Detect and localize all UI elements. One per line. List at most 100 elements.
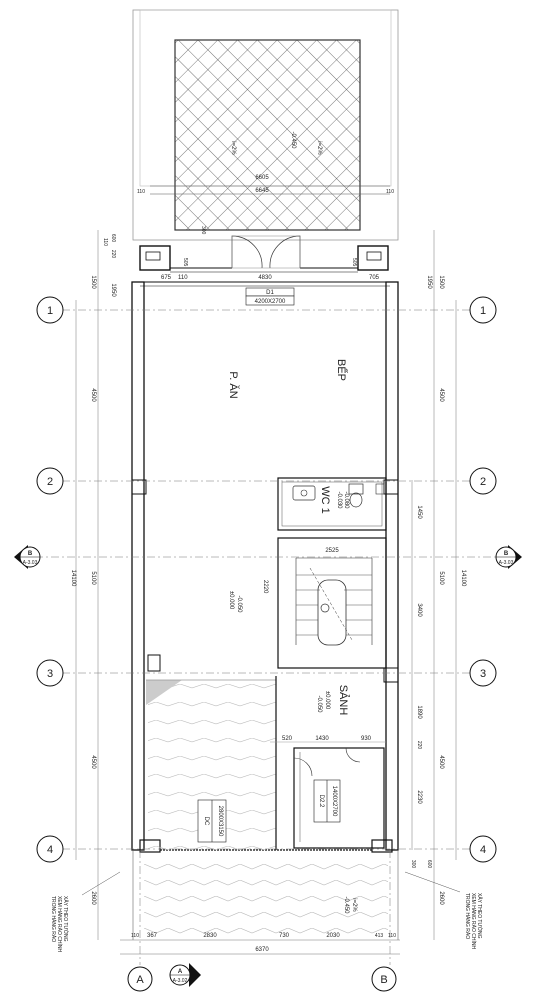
svg-text:TRONG HÀNG RÀO: TRONG HÀNG RÀO (464, 893, 471, 939)
grid-bubbles: 1 2 3 4 1 2 3 4 A B (36, 296, 497, 992)
right-dim-1500: 1500 (438, 275, 444, 289)
grid-3-right: 3 (480, 668, 486, 680)
section-bottom-letter: A (178, 969, 183, 975)
section-left-sheet: A-3.03 (23, 560, 38, 566)
dim-110-l: 110 (137, 189, 145, 195)
door-d1-size: 4200X2700 (255, 299, 286, 305)
grid-1-left: 1 (47, 305, 53, 317)
level-sanh-b: -0.050 (316, 695, 322, 713)
section-mark-left: B A-3.03 (14, 545, 41, 569)
svg-text:XEM HÀNG RÀO CHÍNH: XEM HÀNG RÀO CHÍNH (56, 896, 63, 953)
left-dim-110b: 110 (102, 238, 108, 246)
slope-front: i=2% (351, 898, 357, 912)
dim-110-top: 110 (178, 275, 188, 281)
section-mark-right: B A-3.03 (495, 545, 522, 569)
level-front: -0.450 (343, 896, 349, 914)
svg-text:XEM HÀNG RÀO CHÍNH: XEM HÀNG RÀO CHÍNH (470, 893, 477, 950)
dim-stair-2220: 2220 (262, 580, 268, 594)
left-dim-220: 220 (110, 250, 116, 259)
right-dim-4500a: 4500 (438, 388, 444, 402)
right-dimensions: 4500 5100 4500 14100 1450 3400 1890 220 … (410, 230, 466, 940)
sink-icon (292, 485, 316, 501)
grid-4-right: 4 (480, 844, 486, 856)
dim-sanh-930: 930 (361, 736, 372, 742)
door-d2-size: 1400X2700 (331, 786, 337, 817)
dim-675: 675 (161, 275, 172, 281)
slope-yard-a: i=2% (230, 141, 236, 155)
bottom-dimensions: 110 367 2830 730 2030 413 110 6370 (120, 933, 400, 955)
left-dim-4500a: 4500 (90, 388, 96, 402)
toilet-icon (348, 483, 364, 495)
dim-6645: 6645 (255, 188, 269, 194)
level-yard: -0.450 (290, 131, 296, 149)
bot-dim-6370: 6370 (255, 947, 269, 953)
right-dim-220: 220 (416, 741, 422, 750)
wc-area: WC 1 -0.030 -0.080 (277, 477, 387, 531)
room-sanh: SẢNH (337, 685, 350, 716)
section-mark-bottom: A A-3.02 (169, 963, 201, 987)
grid-2-right: 2 (480, 476, 486, 488)
garage-area: DC 2800X3150 (146, 676, 277, 850)
level-wc: -0.030 (336, 491, 342, 509)
room-wc: WC 1 (319, 486, 331, 514)
right-dim-2230: 2230 (416, 790, 422, 804)
right-dim-5100: 5100 (438, 571, 444, 585)
left-dim-4500b: 4500 (90, 755, 96, 769)
front-yard: -0.450 i=2% (132, 850, 399, 940)
right-dim-1890: 1890 (416, 705, 422, 719)
left-dim-14100: 14100 (70, 570, 76, 587)
section-left-letter: B (28, 551, 33, 557)
right-dim-14100: 14100 (460, 570, 466, 587)
tiled-area (174, 39, 361, 231)
grid-4-left: 4 (47, 844, 53, 856)
room-p-an: P. ĂN (227, 371, 240, 398)
grid-b: B (380, 974, 387, 986)
dim-705: 705 (369, 275, 380, 281)
section-right-letter: B (504, 551, 509, 557)
dim-300: 300 (200, 226, 206, 235)
left-dim-5100: 5100 (90, 571, 96, 585)
level-main-a: ±0.000 (228, 591, 234, 610)
grid-2-left: 2 (47, 476, 53, 488)
staircase: 2525 2220 (262, 537, 387, 669)
note-right: XÂY THEO TƯỜNG XEM HÀNG RÀO CHÍNH TRONG … (464, 893, 483, 950)
note-left: XÂY THEO TƯỜNG XEM HÀNG RÀO CHÍNH TRONG … (50, 896, 69, 953)
right-dim-3400: 3400 (416, 603, 422, 617)
svg-text:XÂY THEO TƯỜNG: XÂY THEO TƯỜNG (62, 896, 69, 942)
bot-dim-110: 110 (131, 933, 139, 939)
door-dc-size: 2800X3150 (217, 806, 223, 837)
level-sanh-a: ±0.000 (324, 691, 330, 710)
right-dim-1950: 1950 (426, 275, 432, 289)
door-d2-code: D2.2 (318, 795, 324, 808)
bot-dim-2030: 2030 (326, 933, 340, 939)
dim-110-r: 110 (386, 189, 394, 195)
door-d1-code: D1 (266, 290, 274, 296)
dim-stair-2525: 2525 (325, 548, 339, 554)
bot-dim-110b: 110 (388, 933, 396, 939)
room-bep: BẾP (335, 359, 348, 381)
dim-sanh-1430: 1430 (315, 736, 329, 742)
section-right-sheet: A-3.03 (499, 560, 514, 566)
svg-text:XÂY THEO TƯỜNG: XÂY THEO TƯỜNG (476, 893, 483, 939)
left-dim-1950: 1950 (110, 283, 116, 297)
grid-1-right: 1 (480, 305, 486, 317)
door-dc-code: DC (203, 817, 209, 826)
rear-wall: 675 110 4830 705 505 505 300 D1 4200X270… (139, 226, 389, 306)
bot-dim-413: 413 (375, 933, 384, 939)
right-dim-4500b: 4500 (438, 755, 444, 769)
dim-6605: 6605 (255, 175, 269, 181)
grid-3-left: 3 (47, 668, 53, 680)
bot-dim-2830: 2830 (203, 933, 217, 939)
slope-yard-b: i=2% (316, 141, 322, 155)
back-yard: 6605 6645 -0.450 i=2% i=2% 110 110 (132, 9, 399, 241)
lobby-area: SẢNH ±0.000 -0.050 520 1430 930 D2.2 140… (270, 685, 386, 849)
right-dim-600: 600 (426, 860, 432, 869)
svg-text:TRONG HÀNG RÀO: TRONG HÀNG RÀO (50, 896, 57, 942)
dim-4830: 4830 (258, 275, 272, 281)
dim-505-l: 505 (182, 258, 188, 267)
grid-a: A (136, 974, 144, 986)
left-dim-600: 600 (110, 234, 116, 243)
bot-dim-367: 367 (147, 933, 158, 939)
left-dim-1500: 1500 (90, 275, 96, 289)
